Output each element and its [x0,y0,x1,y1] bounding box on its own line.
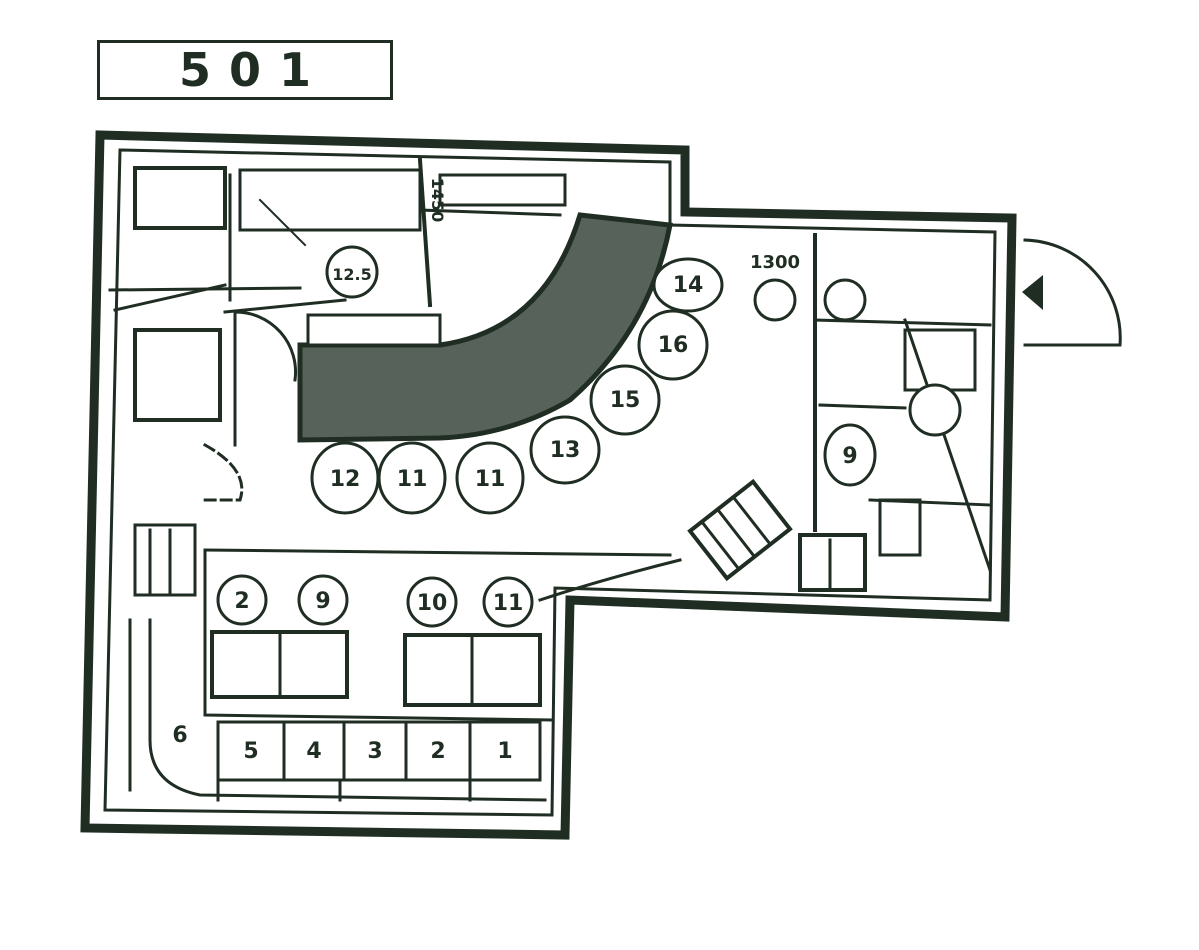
label-upper-side-1: 15 [610,388,641,413]
left-room-top [133,166,227,230]
label-vertical-dimension: 1450 [428,178,447,223]
right-room-seat-9 [823,423,877,487]
seat-table-right [529,415,601,485]
triangle-left-icon [1022,275,1043,310]
right-cabinet [903,328,977,392]
seat-table-mid-2 [455,441,525,515]
label-table-mid-2: 11 [475,467,506,492]
label-booth-3: 3 [367,739,382,764]
label-table-left: 12 [330,467,361,492]
label-booth-6: 6 [172,723,187,748]
seat-15-side [589,364,661,436]
kitchen-equipment [438,173,567,207]
right-toilet [878,498,922,557]
label-right-seat: 14 [673,273,704,298]
room-number: 501 [178,43,330,97]
counter-top-shelf [306,313,442,347]
seat-16-upper [637,309,709,381]
label-right-room-seat: 9 [842,444,857,469]
right-room-seat-1 [753,278,797,322]
round-table-2 [216,574,268,626]
right-room-seat-2 [823,278,867,322]
label-upper-counter: 12.5 [332,265,371,284]
booth-1 [468,720,542,782]
label-table-mid-1: 11 [397,467,428,492]
label-dimension: 1300 [750,252,800,273]
right-wash-basin [908,383,962,437]
label-booth-2: 2 [430,739,445,764]
label-round-11: 11 [493,591,524,616]
seat-table-mid-1 [377,441,447,515]
label-round-2: 2 [234,589,249,614]
label-upper-side-2: 16 [658,333,689,358]
room-number-box: 501 [97,40,393,100]
label-round-10: 10 [417,591,448,616]
door-swing-left [233,310,298,447]
kitchen-block [238,168,422,232]
seat-right-upper [652,257,724,313]
label-booth-4: 4 [306,739,321,764]
label-round-9: 9 [315,589,330,614]
door-swing-mid [202,442,244,502]
label-table-right: 13 [550,438,581,463]
door-swing-right [1023,238,1122,347]
seat-upper-counter [325,245,379,299]
right-box-bottom [798,533,867,592]
left-corridor-curve [148,618,547,802]
round-table-10 [406,576,458,628]
inner-wall [103,148,997,817]
label-booth-5: 5 [243,739,258,764]
left-room-storage [133,328,222,422]
label-booth-1: 1 [497,739,512,764]
stair-block [687,478,793,582]
central-counter [297,212,673,443]
left-cabinet [133,523,197,597]
round-table-11 [482,576,534,628]
round-table-9 [297,574,349,626]
outer-wall [80,130,1017,840]
